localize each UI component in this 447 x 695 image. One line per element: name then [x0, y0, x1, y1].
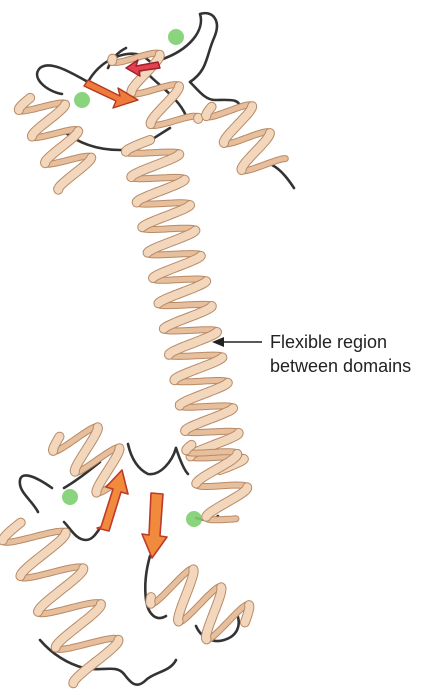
annotation-label-line-1: Flexible region: [270, 332, 388, 352]
coil-top-5: [270, 163, 296, 190]
helix-bottom-right-low: [145, 564, 255, 645]
beta-strand-top-2: [125, 59, 161, 77]
helix-bottom-right: [181, 439, 253, 524]
beta-strand-bottom-1: [96, 469, 129, 532]
annotation-label-line-2: between domains: [270, 356, 412, 376]
coil-bot-4: [174, 446, 190, 476]
helix-top-center: [107, 49, 204, 130]
coil-bot-2: [62, 520, 102, 542]
helix-central-linker: [120, 135, 249, 475]
calcium-ion-sphere: [186, 511, 202, 527]
calcium-ion-sphere: [168, 29, 184, 45]
calcium-ions: [62, 29, 202, 527]
helix-bottom-top: [47, 422, 125, 498]
calcium-ion-sphere: [74, 92, 90, 108]
calcium-ion-sphere: [62, 489, 78, 505]
helix-top-right: [200, 101, 289, 175]
beta-strands: [83, 59, 168, 559]
coil-top-4: [188, 80, 242, 110]
helix-bottom-left: [0, 517, 124, 689]
coil-bot-3: [126, 442, 178, 476]
coil-bot-1: [18, 474, 54, 514]
beta-strand-bottom-2: [141, 492, 168, 559]
coil-bot-5: [143, 554, 168, 620]
coil-top-3: [158, 11, 219, 84]
helix-top-left: [13, 92, 97, 195]
beta-strand-top-1: [83, 79, 139, 109]
coil-bot-10: [62, 460, 102, 490]
coil-top-1: [35, 64, 90, 96]
helices: [0, 49, 289, 689]
coil-bot-9: [122, 658, 178, 686]
left-arrow-icon: [212, 337, 262, 347]
